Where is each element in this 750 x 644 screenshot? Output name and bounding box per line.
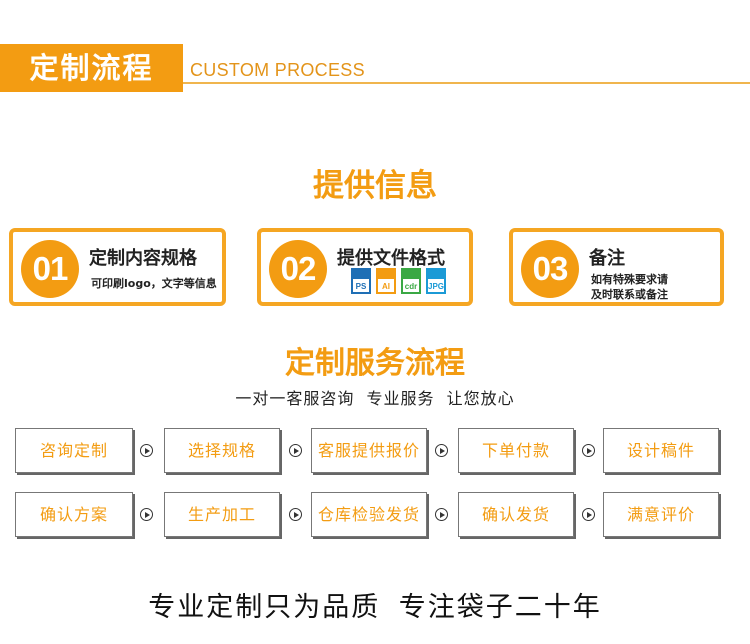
play-circle-icon	[289, 508, 302, 521]
step-review: 满意评价	[603, 492, 719, 537]
play-circle-icon	[435, 444, 448, 457]
step-production: 生产加工	[164, 492, 280, 537]
step-number-badge: 01	[21, 240, 79, 298]
step-label: 满意评价	[626, 505, 695, 524]
info-card-3: 03 备注 如有特殊要求请 及时联系或备注	[509, 228, 724, 306]
step-label: 下单付款	[481, 441, 550, 460]
step-confirm-plan: 确认方案	[15, 492, 133, 537]
section-title: 定制流程	[29, 51, 154, 85]
file-format-icons: PS AI cdr JPG	[351, 268, 446, 294]
card-desc: 如有特殊要求请 及时联系或备注	[591, 272, 668, 302]
info-title: 提供信息	[313, 168, 437, 204]
step-number-badge: 03	[521, 240, 579, 298]
card-desc-line: 如有特殊要求请	[591, 273, 668, 286]
card-title: 备注	[589, 248, 625, 269]
step-confirm-ship: 确认发货	[458, 492, 574, 537]
section-header-tab: 定制流程	[0, 44, 183, 92]
cdr-file-icon: cdr	[401, 268, 421, 294]
card-desc: 可印刷logo，文字等信息	[91, 277, 217, 290]
play-circle-icon	[582, 444, 595, 457]
ai-file-icon: AI	[376, 268, 396, 294]
footer-slogan: 专业定制只为品质 专注袋子二十年	[148, 592, 602, 623]
step-inspect-ship: 仓库检验发货	[311, 492, 427, 537]
card-title: 定制内容规格	[89, 248, 197, 269]
step-label: 设计稿件	[626, 441, 695, 460]
card-desc-line: 及时联系或备注	[591, 288, 668, 301]
step-design: 设计稿件	[603, 428, 719, 473]
play-circle-icon	[140, 508, 153, 521]
play-circle-icon	[289, 444, 302, 457]
card-title: 提供文件格式	[337, 248, 445, 269]
section-subtitle-en: CUSTOM PROCESS	[190, 60, 365, 80]
header-divider	[183, 82, 750, 84]
service-tagline: 一对一客服咨询 专业服务 让您放心	[235, 389, 515, 408]
ps-file-icon: PS	[351, 268, 371, 294]
play-circle-icon	[582, 508, 595, 521]
step-number-badge: 02	[269, 240, 327, 298]
step-select-spec: 选择规格	[164, 428, 280, 473]
step-label: 选择规格	[187, 441, 256, 460]
step-label: 生产加工	[187, 505, 256, 524]
service-title: 定制服务流程	[285, 346, 465, 381]
step-label: 确认发货	[481, 505, 550, 524]
step-order-pay: 下单付款	[458, 428, 574, 473]
step-consult: 咨询定制	[15, 428, 133, 473]
info-card-1: 01 定制内容规格 可印刷logo，文字等信息	[9, 228, 226, 306]
play-circle-icon	[140, 444, 153, 457]
info-card-2: 02 提供文件格式 PS AI cdr JPG	[257, 228, 473, 306]
step-label: 咨询定制	[39, 441, 108, 460]
jpg-file-icon: JPG	[426, 268, 446, 294]
step-quote: 客服提供报价	[311, 428, 427, 473]
play-circle-icon	[435, 508, 448, 521]
step-label: 仓库检验发货	[317, 505, 420, 524]
step-label: 客服提供报价	[317, 441, 420, 460]
step-label: 确认方案	[39, 505, 108, 524]
